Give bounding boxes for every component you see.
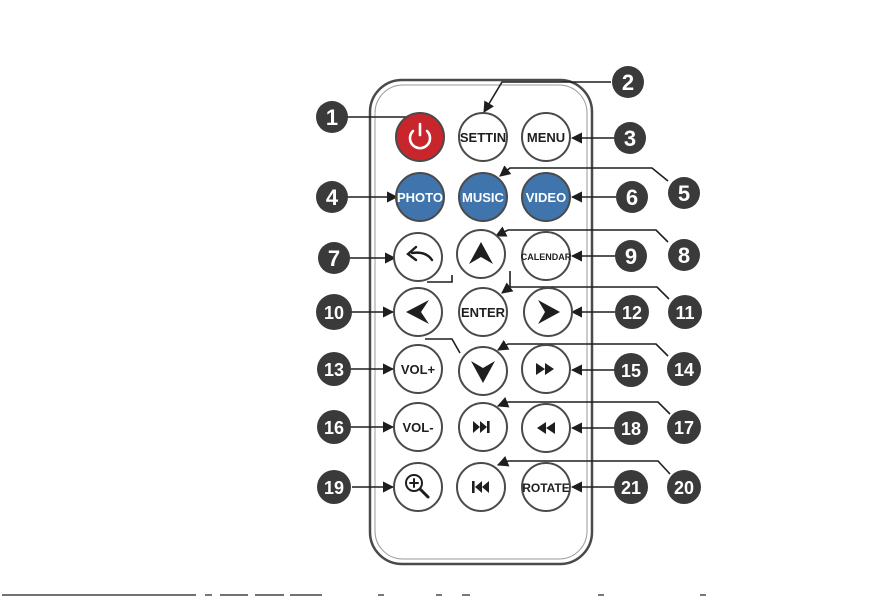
svg-text:1: 1 [326,105,338,130]
calendar-button[interactable]: CALENDAR [521,232,572,280]
svg-text:9: 9 [625,244,637,269]
callout-7: 7 [318,242,350,274]
callout-10: 10 [316,294,352,330]
callout-1: 1 [316,101,348,133]
svg-text:7: 7 [328,246,340,271]
setting-button-label: SETTIN [460,130,506,145]
svg-text:17: 17 [674,418,694,438]
vol-down-button[interactable]: VOL- [394,403,442,451]
fast-forward-button[interactable] [522,345,570,393]
svg-text:4: 4 [326,185,339,210]
callout-12: 12 [615,295,649,329]
svg-text:6: 6 [626,185,638,210]
enter-button[interactable]: ENTER [459,288,507,336]
up-button[interactable] [457,230,505,278]
music-button[interactable]: MUSIC [459,173,507,221]
rewind-button[interactable] [522,404,570,452]
prev-button[interactable] [457,463,505,511]
rotate-button[interactable]: ROTATE [522,463,570,511]
remote-buttons: SETTIN MENU PHOTO MUSIC VIDEO [394,113,572,511]
power-button[interactable] [396,113,444,161]
callout-20: 20 [667,470,701,504]
svg-text:11: 11 [675,303,694,323]
video-button[interactable]: VIDEO [522,173,570,221]
menu-button-label: MENU [527,130,565,145]
menu-button[interactable]: MENU [522,113,570,161]
callout-19: 19 [317,470,351,504]
svg-text:15: 15 [621,361,641,381]
callout-6: 6 [616,181,648,213]
svg-text:2: 2 [622,70,634,95]
next-button[interactable] [459,403,507,451]
callout-2: 2 [612,66,644,98]
callout-14: 14 [667,352,701,386]
callout-11: 11 [668,295,702,329]
callout-5: 5 [668,177,700,209]
svg-text:19: 19 [324,478,344,498]
right-button[interactable] [524,288,572,336]
callout-3: 3 [614,122,646,154]
svg-text:3: 3 [624,126,636,151]
callout-8: 8 [668,239,700,271]
down-button[interactable] [459,347,507,395]
svg-text:20: 20 [674,478,694,498]
svg-text:13: 13 [324,360,344,380]
callout-15: 15 [614,353,648,387]
svg-text:10: 10 [324,303,344,323]
svg-text:21: 21 [621,478,641,498]
callout-18: 18 [614,411,648,445]
callout-17: 17 [667,410,701,444]
vol-up-button[interactable]: VOL+ [394,345,442,393]
callout-21: 21 [614,470,648,504]
svg-text:8: 8 [678,243,690,268]
photo-button-label: PHOTO [397,190,443,205]
svg-text:16: 16 [324,418,344,438]
setting-button[interactable]: SETTIN [459,113,507,161]
callout-9: 9 [615,240,647,272]
music-button-label: MUSIC [462,190,505,205]
svg-text:12: 12 [622,303,642,323]
svg-text:14: 14 [674,360,694,380]
back-button[interactable] [394,233,442,281]
left-button[interactable] [394,288,442,336]
svg-text:18: 18 [621,419,641,439]
svg-text:5: 5 [678,181,690,206]
callout-4: 4 [316,181,348,213]
photo-button[interactable]: PHOTO [396,173,444,221]
video-button-label: VIDEO [526,190,566,205]
vol-up-button-label: VOL+ [401,362,436,377]
callout-13: 13 [317,352,351,386]
rotate-button-label: ROTATE [522,481,570,495]
calendar-button-label: CALENDAR [521,252,572,262]
enter-button-label: ENTER [461,305,506,320]
zoom-button[interactable] [394,463,442,511]
vol-down-button-label: VOL- [402,420,433,435]
callout-16: 16 [317,410,351,444]
